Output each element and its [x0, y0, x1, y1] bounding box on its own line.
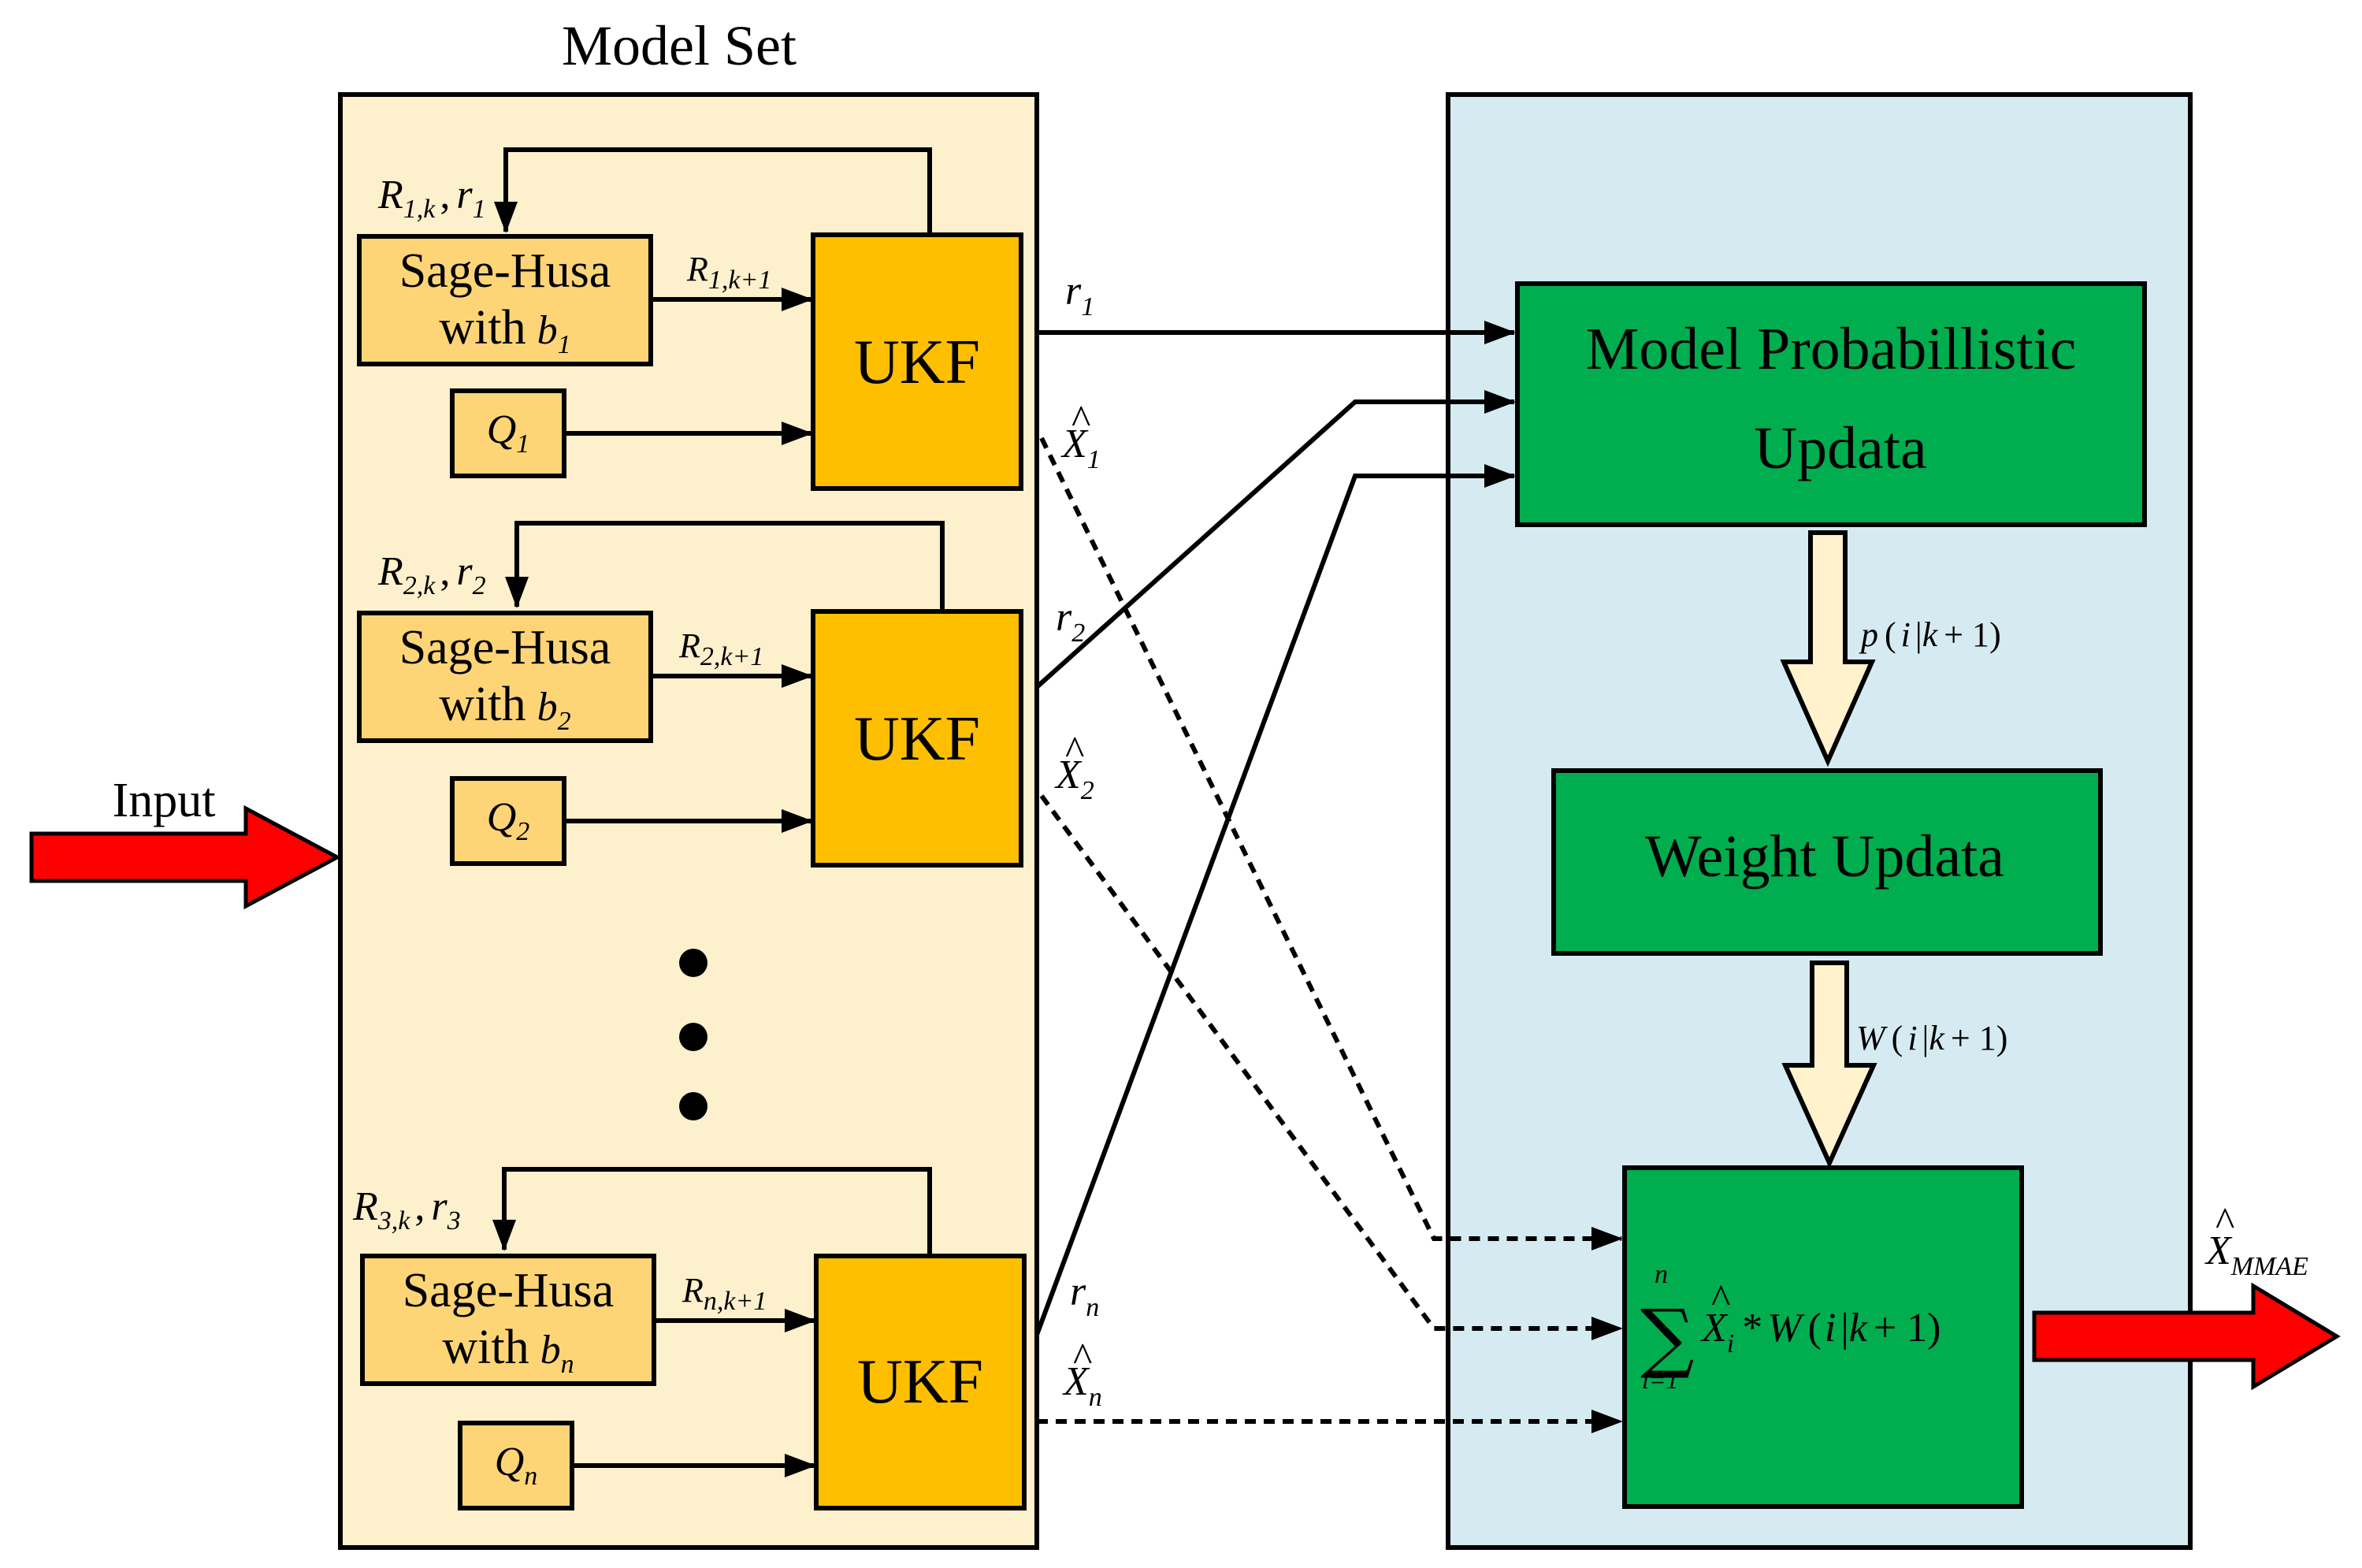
sum-sigma: ∑: [1640, 1293, 1695, 1381]
model-probabilistic-update-line1: Model Probabillistic: [1586, 316, 2077, 382]
p-label: p(i|k+ 1): [1859, 615, 2001, 654]
input-arrow: [29, 804, 342, 910]
r2-to-prob: [1034, 390, 1516, 689]
model-set-title: Model Set: [562, 14, 797, 77]
r-next-label-2: R2,k+1: [678, 626, 763, 671]
ukf-box-n: [814, 1254, 1027, 1510]
sage-husa-label-n: Sage-Husa: [403, 1264, 615, 1317]
x-hat-label-2: X2: [1054, 752, 1094, 805]
input-label: Input: [113, 774, 216, 827]
feedback-line-2: [505, 521, 945, 611]
feedback-line-1: [494, 147, 932, 235]
q-label-n: Qn: [495, 1440, 538, 1491]
r-top-label-1: R1,k,r1: [377, 173, 486, 224]
weight-update-box: [1551, 768, 2103, 956]
sum-body: Xi*W(i|k+ 1): [1700, 1306, 1941, 1358]
q-label-1: Q1: [487, 407, 530, 459]
sum-x-caret: ^: [1711, 1277, 1730, 1322]
model-probabilistic-update-line2: Updata: [1754, 415, 1926, 481]
r-top-label-2: R2,k,r2: [377, 549, 486, 600]
down-arrow-probability: [1780, 530, 1876, 767]
sage-husa-label-1: Sage-Husa: [399, 244, 611, 298]
sum-lower: i=1: [1642, 1365, 1678, 1394]
r-out-label-2: r2: [1056, 595, 1085, 648]
x-hat-caret-1: ^: [1071, 398, 1090, 443]
model-probabilistic-update-box: [1515, 281, 2147, 527]
ukf-label-2: UKF: [854, 704, 980, 774]
x-hat-label-n: Xn: [1062, 1359, 1102, 1412]
r-out-label-1: r1: [1065, 269, 1094, 321]
ukf-label-1: UKF: [854, 328, 980, 397]
feedback-line-n: [492, 1167, 932, 1256]
output-arrow: [2032, 1282, 2341, 1391]
x-hat-caret-2: ^: [1065, 729, 1084, 774]
output-label: XMMAE: [2204, 1228, 2308, 1281]
rn-to-prob: [1034, 464, 1516, 1336]
x1-to-sum: [1039, 437, 1623, 1250]
q-box-2: [450, 776, 566, 866]
r-next-label-n: Rn,k+1: [681, 1271, 767, 1316]
sage-husa-label-2: Sage-Husa: [399, 621, 611, 674]
sage-husa-box-2: [357, 611, 653, 743]
ukf-box-1: [811, 232, 1023, 491]
sage-husa-box-n: [360, 1254, 656, 1386]
r-next-label-1: R1,k+1: [686, 250, 771, 295]
r-top-label-n: R3,k,r3: [352, 1184, 461, 1235]
ellipsis-dot-1: [679, 949, 707, 977]
x-hat-label-1: X1: [1060, 422, 1101, 474]
r-out-label-n: rn: [1070, 1269, 1099, 1322]
down-arrow-weight: [1781, 960, 1877, 1169]
sage-husa-box-1: [357, 234, 653, 366]
weight-update-label: Weight Updata: [1645, 823, 2004, 890]
sum-upper: n: [1655, 1260, 1668, 1289]
ukf-label-n: UKF: [857, 1347, 983, 1417]
x-hat-caret-n: ^: [1073, 1336, 1092, 1380]
q-label-2: Q2: [487, 795, 530, 846]
weighted-sum-box: [1622, 1165, 2024, 1509]
q-box-1: [450, 388, 566, 478]
output-caret: ^: [2215, 1200, 2234, 1245]
w-label: W(i|k+ 1): [1856, 1019, 2007, 1057]
ukf-box-2: [811, 609, 1023, 868]
ellipsis-dot-2: [679, 1023, 707, 1051]
ellipsis-dot-3: [679, 1092, 707, 1120]
